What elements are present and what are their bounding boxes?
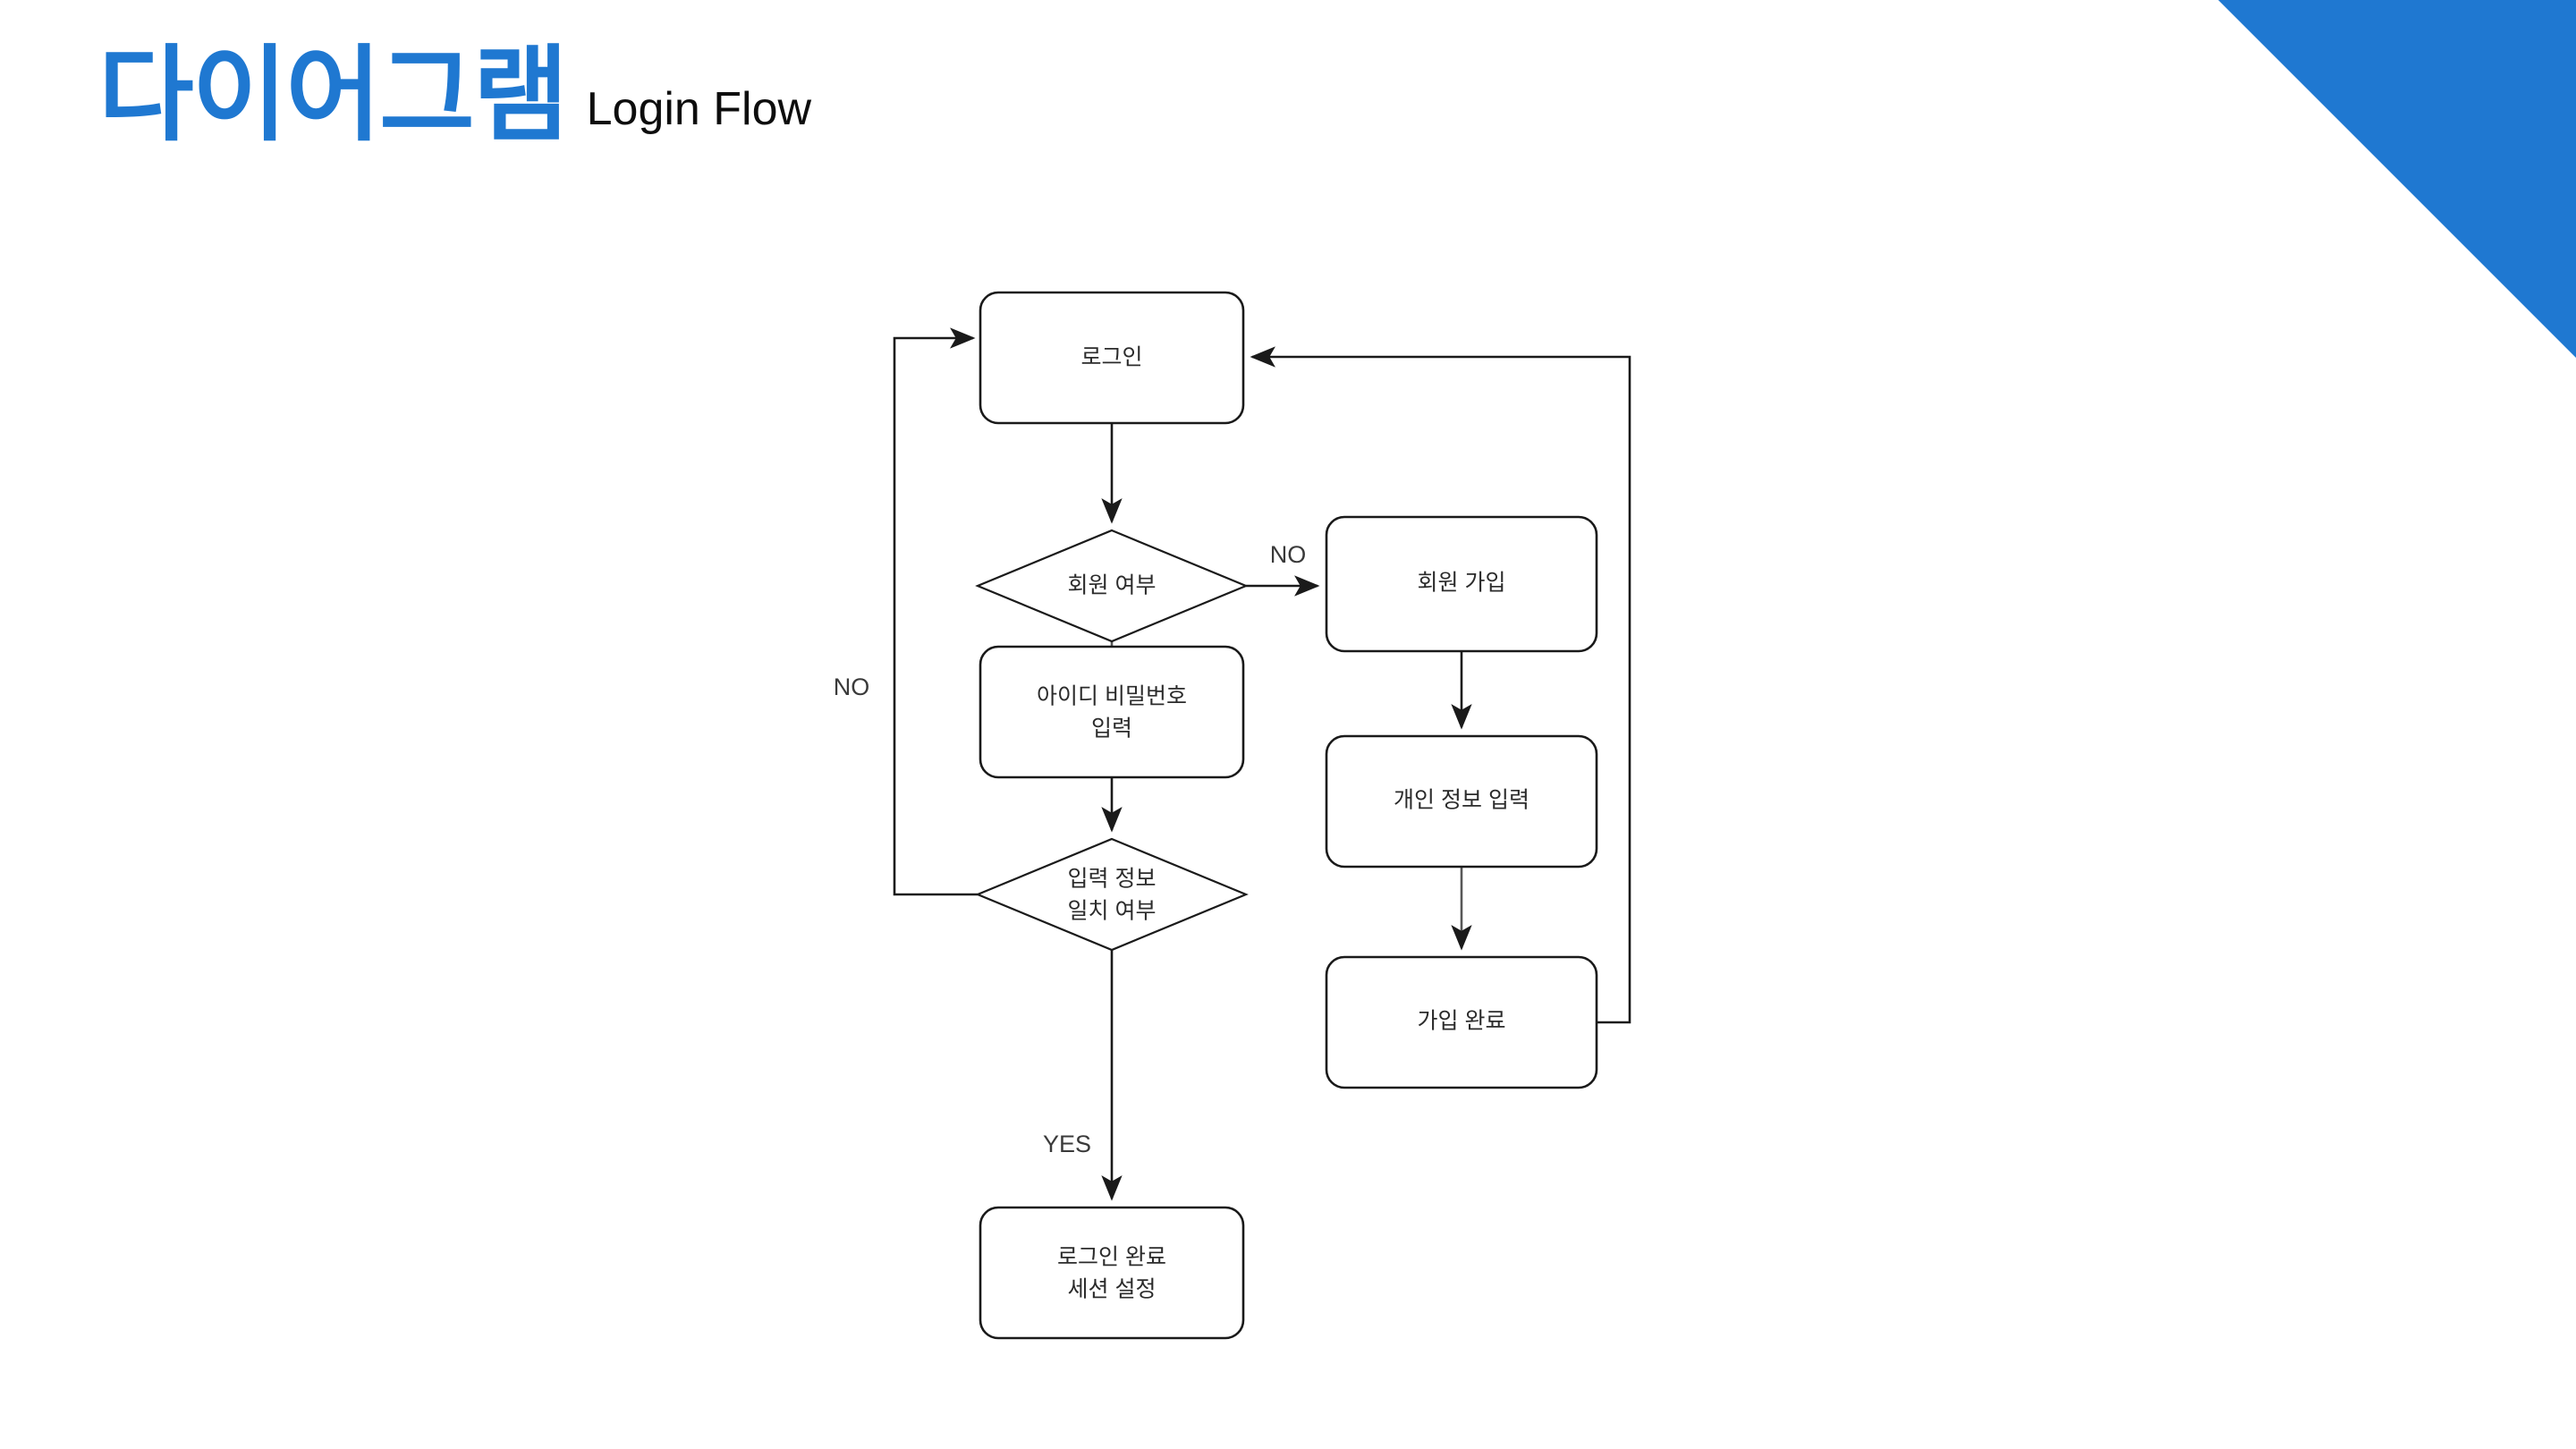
node-credentials-input-label-line2: 입력 (1091, 716, 1132, 741)
node-credentials-input[interactable]: 아이디 비밀번호 입력 (979, 645, 1245, 779)
edge-label-no-loop: NO (834, 674, 870, 700)
node-personal-info-input[interactable]: 개인 정보 입력 (1325, 734, 1598, 869)
node-credentials-match-shape[interactable] (975, 837, 1249, 952)
node-credentials-match-label-line1: 입력 정보 (1068, 867, 1157, 892)
node-login[interactable]: 로그인 (979, 291, 1245, 425)
node-personal-info-input-label: 개인 정보 입력 (1394, 788, 1530, 813)
node-login-complete-label-line1: 로그인 완료 (1057, 1245, 1166, 1270)
node-login-shape[interactable] (979, 291, 1245, 425)
node-credentials-input-label-line1: 아이디 비밀번호 (1037, 684, 1187, 709)
node-credentials-input-shape[interactable] (979, 645, 1245, 779)
node-login-complete-shape[interactable] (979, 1206, 1245, 1340)
node-credentials-match-label-line2: 일치 여부 (1068, 899, 1157, 924)
node-signup-label: 회원 가입 (1418, 571, 1506, 596)
node-personal-info-input-shape[interactable] (1325, 734, 1598, 869)
node-credentials-match[interactable]: 입력 정보 일치 여부 (975, 837, 1249, 952)
edge-match-no-to-login: NO (834, 327, 978, 896)
node-signup-complete-label: 가입 완료 (1418, 1009, 1506, 1034)
page-title-main: 다이어그램 (98, 37, 569, 153)
edge-label-yes-login-complete: YES (1043, 1131, 1091, 1157)
node-signup-complete-shape[interactable] (1325, 955, 1598, 1089)
node-login-complete-label-line2: 세션 설정 (1068, 1277, 1157, 1302)
node-signup-shape[interactable] (1325, 515, 1598, 653)
edge-is-member-no-to-signup: NO (1246, 541, 1320, 597)
node-signup-complete[interactable]: 가입 완료 (1325, 955, 1598, 1089)
node-is-member-label: 회원 여부 (1068, 573, 1157, 598)
node-is-member-shape[interactable] (975, 529, 1249, 643)
node-is-member[interactable]: 회원 여부 (975, 529, 1249, 643)
node-login-complete[interactable]: 로그인 완료 세션 설정 (979, 1206, 1245, 1340)
node-signup[interactable]: 회원 가입 (1325, 515, 1598, 653)
edge-signup-complete-to-login (1250, 346, 1631, 1024)
page-title-subtitle: Login Flow (586, 83, 812, 135)
edge-label-no-signup: NO (1270, 541, 1307, 568)
edge-match-yes-to-login-complete: YES (1043, 950, 1123, 1201)
page-title: 다이어그램 Login Flow (98, 43, 811, 147)
node-login-label: 로그인 (1080, 345, 1142, 370)
